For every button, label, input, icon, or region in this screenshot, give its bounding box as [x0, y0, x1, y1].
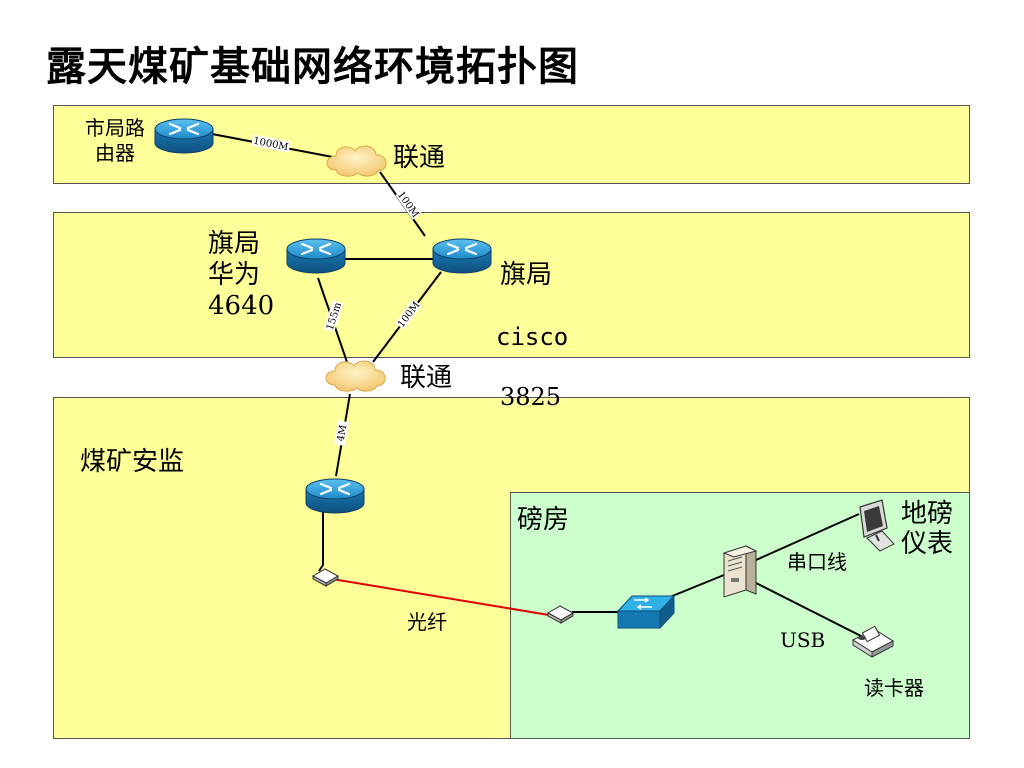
card-reader-icon — [851, 625, 895, 658]
cisco-router-label-line2: cisco — [496, 322, 569, 351]
cisco-router-label-line3: 3825 — [500, 382, 562, 411]
link-unicom-cisco: 100M — [379, 171, 426, 237]
unicom-mid-label: 联通 — [400, 363, 453, 393]
card-reader-label: 读卡器 — [864, 676, 924, 700]
zone-banner — [53, 212, 970, 358]
switch-icon — [616, 594, 676, 630]
server-icon — [722, 545, 758, 598]
link-label-100m-top: 100M — [395, 190, 421, 220]
link-server-monitor — [755, 513, 860, 561]
cisco-router-label-brand: 旗局 cisco 3825 — [496, 229, 568, 443]
router-icon-cisco — [431, 237, 493, 275]
usb-link-label: USB — [780, 628, 826, 652]
media-converter-icon-mine — [312, 568, 339, 587]
link-label-100m-mid: 100M — [396, 300, 422, 330]
link-label-4m: 4M — [336, 424, 350, 442]
media-converter-icon-room — [547, 605, 574, 624]
fiber-link-label: 光纤 — [407, 610, 447, 634]
serial-link-label: 串口线 — [787, 550, 847, 574]
router-icon-city — [153, 117, 215, 155]
mine-zone-label: 煤矿安监 — [80, 447, 185, 477]
cloud-icon-mid — [325, 360, 386, 392]
router-icon-mine — [304, 477, 366, 515]
cisco-router-label-line1: 旗局 — [500, 260, 553, 291]
cloud-icon-top — [326, 145, 387, 177]
router-icon-huawei — [285, 237, 347, 275]
city-router-label: 市局路 由器 — [85, 116, 145, 165]
link-mine-router-converter — [318, 512, 324, 572]
zone-weighroom — [510, 492, 970, 739]
unicom-top-label: 联通 — [393, 143, 446, 173]
link-server-card-reader — [755, 582, 862, 637]
link-huawei-unicom: 155m — [317, 277, 348, 363]
monitor-label: 地磅 仪表 — [901, 499, 954, 559]
monitor-icon — [859, 499, 895, 552]
link-unicom-mine: 4M — [333, 393, 351, 477]
page-title: 露天煤矿基础网络环境拓扑图 — [46, 44, 579, 90]
link-label-1000m: 1000M — [252, 136, 289, 154]
huawei-router-label: 旗局 华为 4640 — [208, 229, 275, 322]
weighroom-zone-label: 磅房 — [517, 505, 570, 535]
link-fiber — [325, 577, 550, 616]
link-city-unicom: 1000M — [211, 133, 339, 159]
link-cisco-unicom: 100M — [372, 271, 442, 363]
